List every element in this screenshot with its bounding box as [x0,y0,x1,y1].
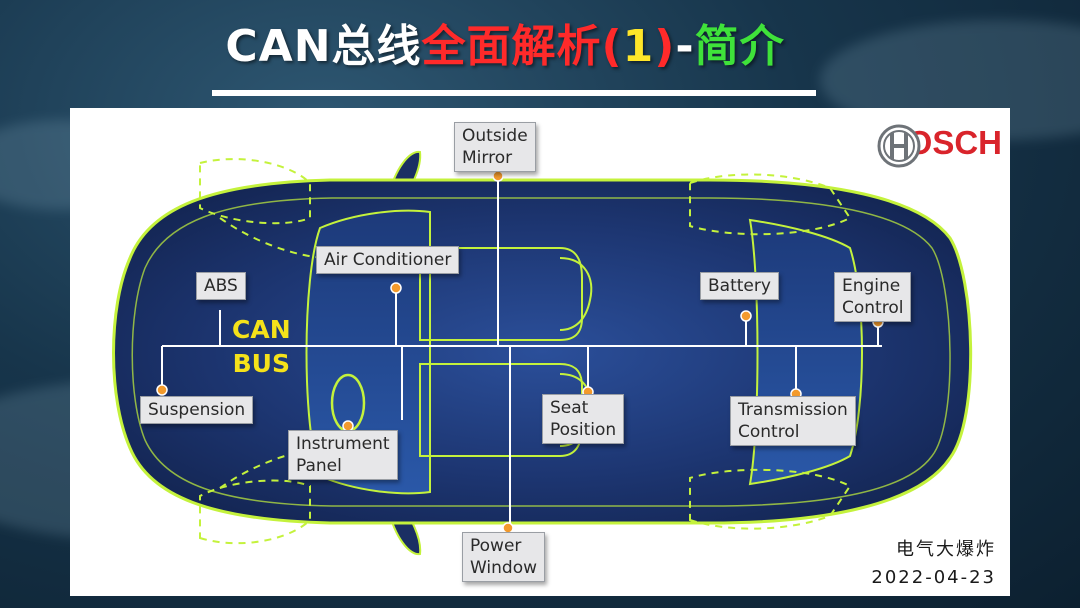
bosch-armature-icon [877,124,921,168]
dot-suspension [156,384,168,396]
dot-battery [740,310,752,322]
can-bus-label: CAN BUS [232,315,291,378]
headrest-left [559,257,593,331]
node-engine-control: Engine Control [834,272,912,322]
wheel-front-bottom [199,479,311,545]
car-diagram [112,150,973,556]
diagram-panel: CAN BUS Outside Mirror Air Conditioner A… [70,108,1010,596]
dot-outside-mirror [492,170,504,182]
wheel-rear-top [689,173,852,236]
bosch-logo: BOSCH [877,124,1002,168]
node-instrument-panel: Instrument Panel [288,430,398,480]
title-part-dash: - [675,21,695,72]
node-transmission-control: Transmission Control [730,396,856,446]
node-seat-position: Seat Position [542,394,625,444]
title-part-white: CAN总线 [225,21,422,72]
page-title: CAN总线全面解析(1)-简介 [0,10,1010,74]
title-underline [212,90,816,96]
title-part-red: 全面解析( [421,21,623,72]
node-outside-mirror: Outside Mirror [454,122,536,172]
watermark-author: 电气大爆炸 [896,539,996,560]
node-abs: ABS [196,272,246,300]
wheel-rear-bottom [689,468,852,530]
watermark-date: 2022-04-23 [871,567,996,588]
title-part-green: 简介 [694,21,785,72]
node-power-window: Power Window [462,532,546,582]
title-part-red-close: ) [654,21,676,72]
node-battery: Battery [700,272,779,300]
node-air-conditioner: Air Conditioner [316,246,460,274]
car-inner-outline [131,197,951,507]
watermark: 电气大爆炸 2022-04-23 [871,536,996,592]
dot-air-conditioner [390,282,402,294]
title-part-yellow: 1 [622,21,655,72]
wheel-front-top [199,158,311,225]
node-suspension: Suspension [140,396,254,424]
